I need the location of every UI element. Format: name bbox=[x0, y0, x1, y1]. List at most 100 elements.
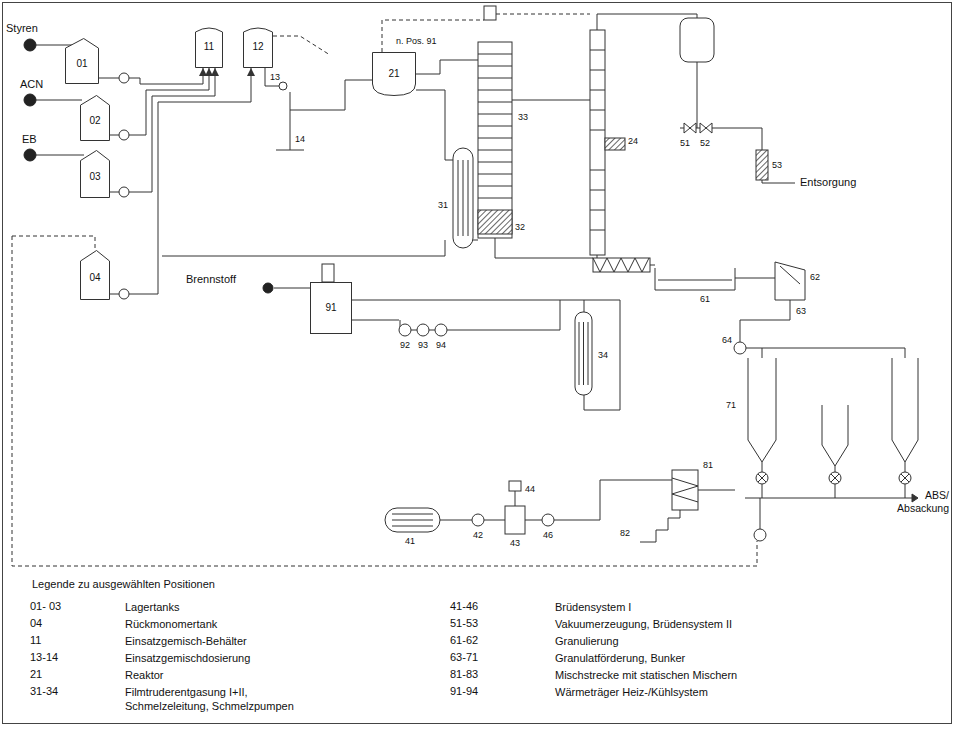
legend-entry: Lagertanks bbox=[125, 600, 179, 614]
legend-number: 51-53 bbox=[450, 617, 478, 630]
feed-pump bbox=[263, 283, 273, 293]
piping bbox=[745, 484, 912, 498]
equipment bbox=[322, 264, 334, 282]
equipment bbox=[453, 148, 473, 248]
tank-outline bbox=[66, 39, 99, 84]
feed-pump bbox=[24, 149, 36, 161]
pump-symbol bbox=[472, 514, 484, 526]
legend-entry: Filmtruderentgasung I+II, Schmelzeleitun… bbox=[125, 685, 310, 713]
callout-number: 94 bbox=[436, 340, 446, 351]
piping bbox=[36, 45, 72, 46]
node-text-stack: 21 bbox=[372, 52, 416, 96]
pump-symbol bbox=[279, 82, 287, 90]
equipment bbox=[780, 266, 800, 284]
piping bbox=[746, 348, 905, 358]
legend-number: 01- 03 bbox=[30, 600, 61, 613]
valve-symbol bbox=[684, 123, 712, 133]
legend-entry: Rückmonomertank bbox=[125, 617, 217, 631]
callout-number: 51 bbox=[680, 138, 690, 149]
dashed-lines bbox=[12, 236, 757, 566]
legend-number: 61-62 bbox=[450, 634, 478, 647]
feed-vessel: 11 bbox=[195, 26, 223, 68]
equipment bbox=[322, 6, 918, 534]
legend-entry: Einsatzgemischdosierung bbox=[125, 651, 250, 665]
piping bbox=[650, 265, 655, 266]
callout-number: 63 bbox=[796, 306, 806, 317]
piping bbox=[352, 300, 584, 312]
equipment bbox=[478, 42, 512, 238]
legend-number: 41-46 bbox=[450, 600, 478, 613]
legend-entry: Reaktor bbox=[125, 668, 164, 682]
callout-number: 24 bbox=[628, 136, 638, 147]
pump-symbol bbox=[119, 130, 129, 140]
equipment bbox=[385, 508, 440, 532]
pump-symbol bbox=[119, 187, 129, 197]
equipment bbox=[593, 258, 650, 272]
piping bbox=[735, 278, 775, 279]
feed-pump bbox=[24, 94, 36, 106]
piping bbox=[515, 491, 516, 506]
rotary-valve bbox=[758, 474, 909, 482]
storage-tank: 03 bbox=[80, 150, 110, 198]
reactor-vessel: 21 bbox=[372, 52, 416, 96]
legend-number: 91-94 bbox=[450, 685, 478, 698]
equipment bbox=[748, 358, 776, 462]
legend-entry: Einsatzgemisch-Behälter bbox=[125, 634, 247, 648]
callout-number: 61 bbox=[700, 294, 710, 305]
legend-number: 11 bbox=[30, 634, 41, 647]
storage-tank: 01 bbox=[65, 38, 99, 84]
vessel-outline bbox=[196, 28, 223, 68]
equipment bbox=[575, 312, 592, 395]
outlet-label: Entsorgung bbox=[800, 176, 856, 189]
node-text-stack: 12 bbox=[243, 26, 273, 68]
equipment bbox=[605, 138, 625, 150]
legend-entry: Vakuumerzeugung, Brüdensystem II bbox=[555, 617, 732, 631]
callout-number: 82 bbox=[620, 528, 630, 539]
callout-number: 31 bbox=[438, 200, 448, 211]
callout-number: 04 bbox=[89, 272, 100, 284]
piping bbox=[760, 498, 761, 529]
piping bbox=[447, 300, 560, 330]
tank-outline bbox=[81, 151, 110, 198]
feed-pump bbox=[24, 39, 36, 51]
dashed-lines bbox=[382, 20, 484, 52]
dashed-lines bbox=[496, 14, 590, 15]
node-text-stack: 02 bbox=[80, 95, 110, 141]
callout-number: 52 bbox=[700, 138, 710, 149]
pump-symbol bbox=[435, 324, 447, 336]
tank-outline bbox=[81, 251, 110, 300]
callout-number: 91 bbox=[325, 302, 336, 314]
feed-label: Brennstoff bbox=[186, 273, 236, 286]
piping bbox=[440, 480, 672, 520]
equipment bbox=[892, 358, 918, 462]
vessel-outline bbox=[244, 28, 273, 68]
pump-symbol bbox=[542, 514, 554, 526]
piping bbox=[473, 240, 478, 241]
equipment bbox=[822, 405, 848, 466]
node-text-stack: 91 bbox=[310, 282, 352, 334]
equipment bbox=[392, 514, 433, 526]
equipment bbox=[775, 262, 805, 300]
feed-label: Styren bbox=[6, 22, 38, 35]
equipment bbox=[505, 506, 525, 534]
legend-number: 81-83 bbox=[450, 668, 478, 681]
box-outline bbox=[311, 283, 352, 334]
feed-label: EB bbox=[22, 133, 37, 146]
piping bbox=[300, 80, 372, 110]
callout-number: 02 bbox=[89, 115, 100, 127]
legend-entry: Mischstrecke mit statischen Mischern bbox=[555, 668, 737, 682]
piping bbox=[495, 238, 593, 258]
equipment bbox=[579, 322, 588, 385]
legend-number: 04 bbox=[30, 617, 42, 630]
callout-number: 62 bbox=[810, 272, 820, 283]
legend-number: 63-71 bbox=[450, 651, 478, 664]
pump-symbol bbox=[399, 324, 411, 336]
equipment bbox=[655, 268, 735, 290]
piping bbox=[640, 510, 680, 542]
equipment bbox=[672, 478, 698, 502]
piping bbox=[36, 14, 918, 542]
flow-connector bbox=[110, 68, 251, 294]
flow-connector bbox=[110, 68, 215, 192]
callout-number: 43 bbox=[510, 538, 520, 549]
